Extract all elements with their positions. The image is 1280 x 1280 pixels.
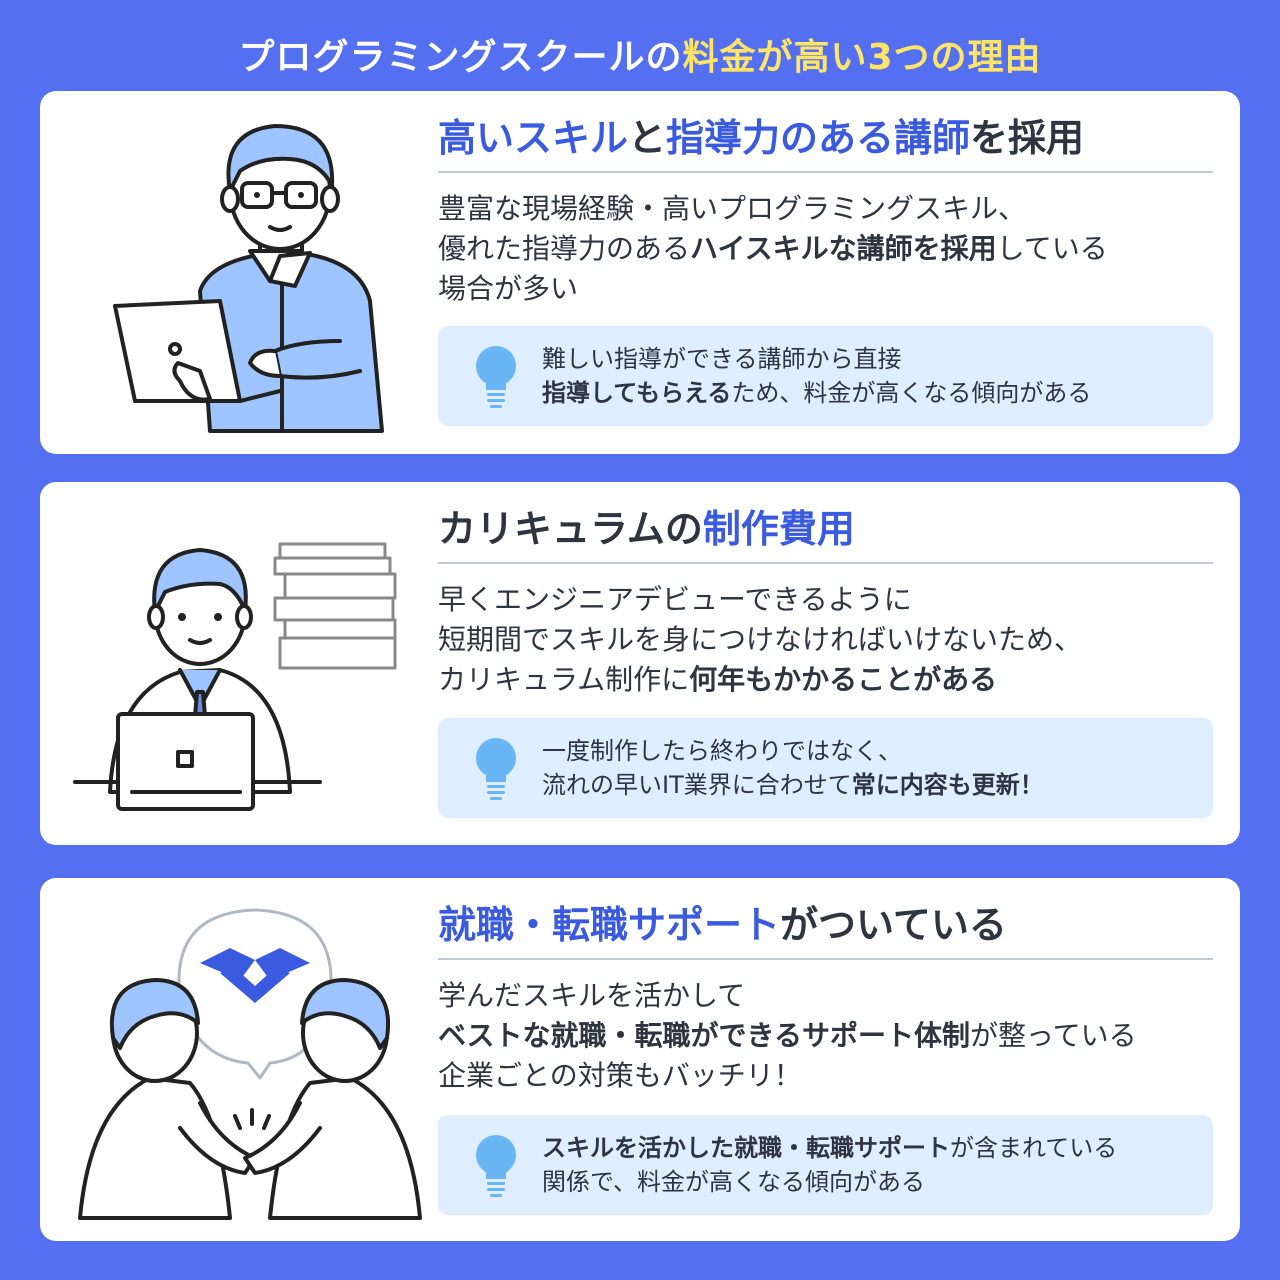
tip-text-3: スキルを活かした就職・転職サポートが含まれている 関係で、料金が高くなる傾向があ… (542, 1134, 1118, 1196)
handshake-illustration (78, 908, 422, 1220)
reason-body-2: 早くエンジニアデビューできるように 短期間でスキルを身につけなければいけないため… (438, 583, 1083, 696)
reason-card-3: 就職・転職サポートがついている 学んだスキルを活かして ベストな就職・転職ができ… (40, 878, 1240, 1241)
reason-content-3: 就職・転職サポートがついている 学んだスキルを活かして ベストな就職・転職ができ… (438, 878, 1213, 1215)
tip-box-1: 難しい指導ができる講師から直接 指導してもらえるため、料金が高くなる傾向がある (438, 326, 1213, 426)
reason-body-1: 豊富な現場経験・高いプログラミングスキル、 優れた指導力のあるハイスキルな講師を… (438, 192, 1108, 305)
reason-body-3: 学んだスキルを活かして ベストな就職・転職ができるサポート体制が整っている 企業… (438, 979, 1137, 1092)
page-title: プログラミングスクールの料金が高い3つの理由 (0, 28, 1280, 80)
reason-card-1: 高いスキルと指導力のある講師を採用 豊富な現場経験・高いプログラミングスキル、 … (40, 91, 1240, 454)
lightbulb-icon (476, 346, 516, 408)
title-part: プログラミングスクールの (238, 37, 683, 78)
tip-text-2: 一度制作したら終わりではなく、 流れの早いIT業界に合わせて常に内容も更新！ (542, 737, 1044, 799)
reason-heading-3: 就職・転職サポートがついている (438, 902, 1213, 960)
man-at-desk-with-books-illustration (73, 542, 397, 811)
reason-heading-1: 高いスキルと指導力のある講師を採用 (438, 115, 1213, 173)
tip-text-1: 難しい指導ができる講師から直接 指導してもらえるため、料金が高くなる傾向がある (542, 345, 1092, 407)
reason-card-2: カリキュラムの制作費用 早くエンジニアデビューできるように 短期間でスキルを身に… (40, 482, 1240, 845)
reason-heading-2: カリキュラムの制作費用 (438, 506, 1213, 564)
man-with-laptop-illustration (113, 124, 384, 433)
reason-content-1: 高いスキルと指導力のある講師を採用 豊富な現場経験・高いプログラミングスキル、 … (438, 91, 1213, 426)
lightbulb-icon (476, 738, 516, 800)
lightbulb-icon (476, 1135, 516, 1197)
tip-box-3: スキルを活かした就職・転職サポートが含まれている 関係で、料金が高くなる傾向があ… (438, 1115, 1213, 1215)
reason-content-2: カリキュラムの制作費用 早くエンジニアデビューできるように 短期間でスキルを身に… (438, 482, 1213, 818)
title-highlight: 料金が高い3つの理由 (682, 37, 1042, 78)
tip-box-2: 一度制作したら終わりではなく、 流れの早いIT業界に合わせて常に内容も更新！ (438, 718, 1213, 818)
